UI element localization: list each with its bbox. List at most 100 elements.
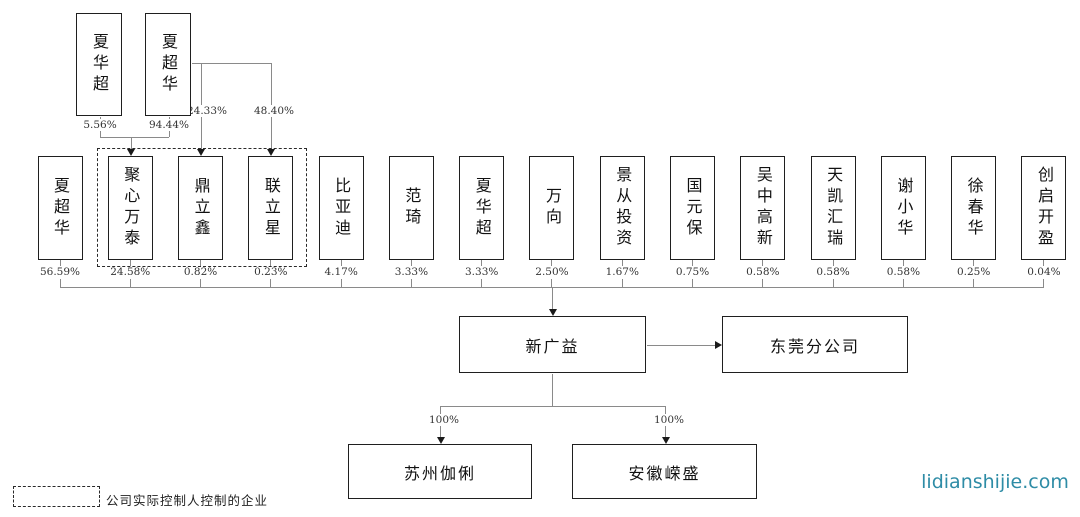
- arrow-down-icon: [436, 437, 445, 444]
- connector-line: [647, 345, 715, 346]
- ownership-percentage: 4.17%: [324, 266, 358, 278]
- shareholder-column: 比亚迪 4.17%: [311, 156, 371, 287]
- top-owner-box: 夏华超: [76, 13, 122, 116]
- top-owner-box: 夏超华: [145, 13, 191, 116]
- company-box-xinguangyi: 新广益: [459, 316, 646, 373]
- connector-line: [1043, 279, 1045, 287]
- ownership-percentage: 2.50%: [535, 266, 569, 278]
- shareholder-column: 吴中高新 0.58%: [733, 156, 793, 287]
- shareholder-name: 聚心万泰: [121, 166, 141, 250]
- connector-line: [762, 279, 764, 287]
- shareholder-box: 万向: [529, 156, 575, 260]
- connector-line: [832, 279, 834, 287]
- connector-line: [270, 260, 272, 266]
- arrow-down-icon: [197, 149, 205, 156]
- branch-box-dongguan: 东莞分公司: [722, 316, 908, 373]
- ownership-percentage: 100%: [651, 414, 687, 426]
- connector-line: [270, 279, 272, 287]
- shareholder-name: 吴中高新: [753, 166, 773, 250]
- shareholder-box: 国元保: [670, 156, 716, 260]
- shareholder-name: 创启开盈: [1034, 166, 1054, 250]
- shareholder-column: 国元保 0.75%: [663, 156, 723, 287]
- ownership-percentage: 0.82%: [183, 266, 218, 278]
- connector-line: [552, 374, 553, 406]
- shareholder-box: 谢小华: [880, 156, 926, 260]
- shareholder-name: 谢小华: [894, 176, 914, 240]
- connector-line: [340, 260, 342, 266]
- ownership-percentage: 0.58%: [886, 266, 921, 278]
- ownership-percentage: 24.58%: [110, 266, 151, 278]
- branch-name: 东莞分公司: [769, 336, 860, 356]
- shareholder-box: 创启开盈: [1021, 156, 1067, 260]
- shareholder-column: 万向 2.50%: [522, 156, 582, 287]
- connector-line: [621, 260, 623, 266]
- connector-line: [200, 260, 202, 266]
- shareholder-row: 夏超华 56.59% 聚心万泰 24.58% 鼎立鑫 0.82% 联立星 0.2…: [30, 156, 1074, 287]
- shareholder-box: 夏华超: [459, 156, 505, 260]
- watermark-text: lidianshijie.com: [921, 471, 1069, 493]
- ownership-percentage: 0.25%: [956, 266, 991, 278]
- shareholder-box: 聚心万泰: [107, 156, 153, 260]
- connector-line: [551, 279, 553, 287]
- shareholder-column: 徐春华 0.25%: [944, 156, 1004, 287]
- connector-line: [129, 260, 131, 266]
- connector-line: [59, 279, 61, 287]
- shareholder-column: 夏超华 56.59%: [30, 156, 90, 287]
- shareholder-name: 范琦: [402, 187, 422, 229]
- connector-line: [129, 279, 131, 287]
- shareholder-name: 夏华超: [472, 176, 492, 240]
- ownership-percentage: 3.33%: [465, 266, 499, 278]
- shareholder-name: 国元保: [683, 176, 703, 240]
- shareholder-name: 夏超华: [51, 176, 70, 240]
- ownership-percentage: 100%: [426, 414, 462, 426]
- connector-line: [902, 260, 904, 266]
- connector-line: [192, 63, 271, 64]
- connector-line: [902, 279, 904, 287]
- connector-line: [692, 260, 694, 266]
- connector-line: [692, 279, 694, 287]
- shareholder-column: 创启开盈 0.04%: [1014, 156, 1074, 287]
- shareholder-column: 范琦 3.33%: [381, 156, 441, 287]
- connector-line: [481, 279, 483, 287]
- connector-line: [99, 137, 169, 138]
- connector-line: [973, 279, 975, 287]
- subsidiary-box-suzhou: 苏州伽俐: [348, 444, 532, 499]
- connector-line: [1043, 260, 1045, 266]
- shareholder-column: 景从投资 1.67%: [592, 156, 652, 287]
- arrow-down-icon: [267, 149, 275, 156]
- shareholder-box: 比亚迪: [318, 156, 364, 260]
- shareholder-name: 联立星: [261, 176, 281, 240]
- arrow-right-icon: [715, 341, 722, 349]
- owner-name: 夏超华: [159, 33, 178, 96]
- connector-line: [410, 279, 412, 287]
- connector-line: [832, 260, 834, 266]
- connector-line: [340, 279, 342, 287]
- legend-label: 公司实际控制人控制的企业: [106, 493, 269, 508]
- shareholder-name: 景从投资: [613, 166, 633, 250]
- arrow-down-icon: [661, 437, 670, 444]
- connector-line: [762, 260, 764, 266]
- controller-group-dashed-box: [97, 148, 307, 267]
- shareholder-box: 天凯汇瑞: [810, 156, 856, 260]
- ownership-percentage: 48.40%: [251, 105, 297, 117]
- company-name: 新广益: [525, 336, 580, 356]
- arrow-down-icon: [127, 149, 135, 156]
- owner-name: 夏华超: [90, 33, 109, 96]
- connector-line: [130, 137, 132, 150]
- subsidiary-box-anhui: 安徽嵘盛: [572, 444, 757, 499]
- shareholder-name: 天凯汇瑞: [824, 166, 844, 250]
- subsidiary-name: 安徽嵘盛: [628, 463, 701, 483]
- ownership-percentage: 3.33%: [394, 266, 429, 278]
- ownership-percentage: 56.59%: [39, 266, 81, 278]
- shareholder-box: 徐春华: [951, 156, 997, 260]
- connector-line: [551, 260, 553, 266]
- connector-line: [440, 406, 665, 407]
- shareholder-column: 聚心万泰 24.58%: [100, 156, 160, 287]
- connector-line: [410, 260, 412, 266]
- connector-line: [973, 260, 975, 266]
- shareholder-column: 鼎立鑫 0.82%: [171, 156, 231, 287]
- subsidiary-name: 苏州伽俐: [403, 463, 476, 483]
- shareholder-name: 鼎立鑫: [191, 176, 211, 240]
- shareholder-box: 景从投资: [599, 156, 645, 260]
